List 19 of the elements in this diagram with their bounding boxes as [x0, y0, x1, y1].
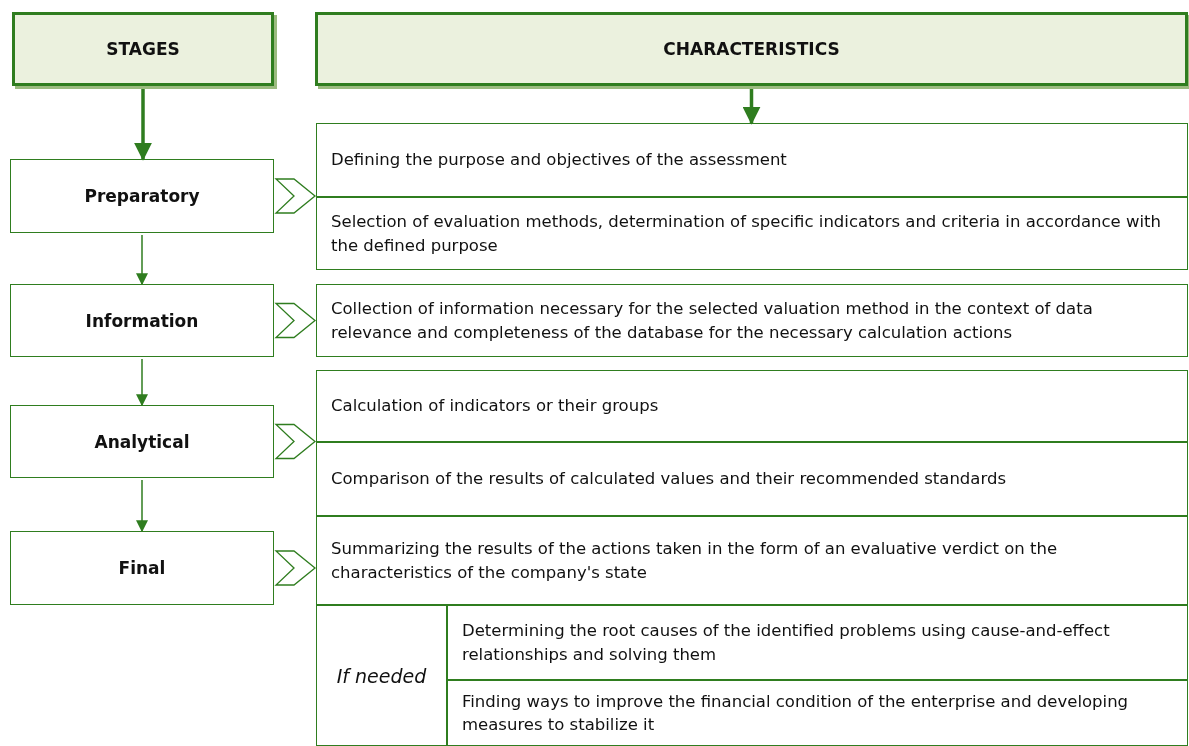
- chevron-arrow: [274, 550, 317, 586]
- chevron-arrow: [274, 423, 317, 460]
- text-cell: Finding ways to improve the financial condition of the enterprise and developing measures to stabilize it: [447, 680, 1188, 746]
- chevron-arrow: [274, 178, 317, 214]
- arrow: [136, 358, 148, 407]
- stage-box: Final: [10, 531, 274, 605]
- arrow: [742, 88, 761, 125]
- stage-box: Preparatory: [10, 159, 274, 233]
- text-cell: Collection of information necessary for the selected valuation method in the context of data relevance and completeness of the database for the necessary calculation actions: [316, 284, 1188, 357]
- arrow: [134, 88, 152, 161]
- arrow: [136, 479, 148, 533]
- stage-box: Information: [10, 284, 274, 357]
- header-box: STAGES: [12, 12, 274, 86]
- chevron-arrow: [274, 302, 317, 339]
- stage-box: Analytical: [10, 405, 274, 478]
- text-cell: Determining the root causes of the identified problems using cause-and-effect relationships and solving them: [447, 605, 1188, 680]
- header-box: CHARACTERISTICS: [315, 12, 1188, 86]
- arrow: [136, 234, 148, 286]
- side-label: If needed: [316, 605, 447, 746]
